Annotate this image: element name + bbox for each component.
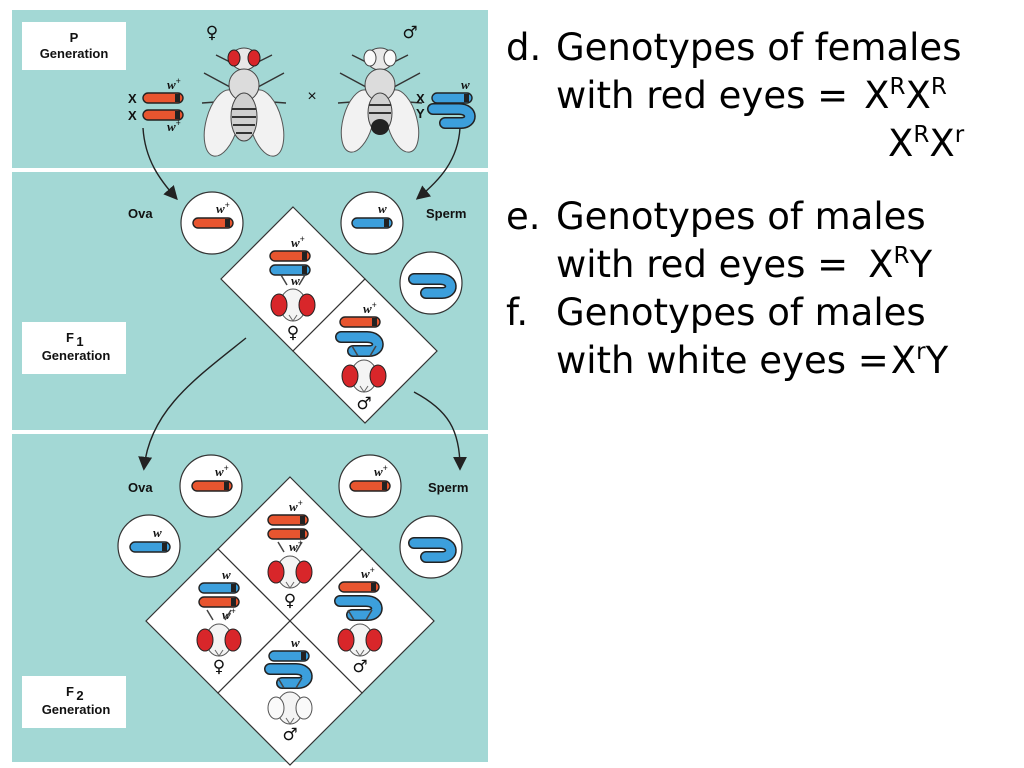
cross-symbol: × bbox=[307, 88, 316, 105]
arrow-f1-to-f2-ova bbox=[138, 337, 247, 471]
svg-text:w+: w+ bbox=[167, 76, 181, 92]
p-generation-label: P Generation bbox=[22, 22, 126, 70]
arrow-f1-to-f2-sperm bbox=[413, 391, 467, 471]
f2-ova-red-circle: w+ bbox=[179, 454, 243, 518]
female-symbol: ♀ bbox=[206, 23, 218, 43]
svg-text:w: w bbox=[378, 201, 387, 216]
genotype-notes: d. Genotypes of females with red eyes =X… bbox=[506, 24, 1016, 385]
note-d-letter: d. bbox=[506, 26, 542, 69]
svg-text:F: F bbox=[66, 684, 74, 699]
f1-son-genotype: w+ ♂ bbox=[340, 300, 387, 414]
svg-text:w+: w+ bbox=[216, 200, 230, 216]
svg-text:w+: w+ bbox=[167, 118, 181, 134]
arrow-p-to-sperm bbox=[415, 127, 461, 200]
f2-bottom-genotype: w ♂ bbox=[268, 635, 312, 745]
note-e-line1: Genotypes of males bbox=[556, 195, 926, 238]
f2-top-genotype: w+ w+ ♀ bbox=[267, 498, 313, 611]
svg-text:Y: Y bbox=[416, 106, 425, 121]
f2-left-genotype: w w+ ♀ bbox=[196, 567, 242, 677]
svg-text:♂: ♂ bbox=[356, 394, 371, 414]
svg-text:w+: w+ bbox=[289, 538, 303, 554]
f2-ova-blue-circle: w bbox=[117, 514, 181, 578]
svg-text:Generation: Generation bbox=[42, 348, 111, 363]
svg-text:w+: w+ bbox=[222, 606, 236, 622]
svg-text:w+: w+ bbox=[291, 234, 305, 250]
note-d-genotype2: XRXr bbox=[888, 122, 965, 165]
svg-text:w: w bbox=[291, 635, 300, 650]
svg-text:X: X bbox=[128, 108, 137, 123]
svg-text:w+: w+ bbox=[374, 463, 388, 479]
f1-sperm-y-circle bbox=[399, 251, 463, 315]
f2-punnett-square bbox=[145, 476, 435, 766]
arrow-p-to-ova bbox=[142, 127, 178, 201]
note-f-letter: f. bbox=[506, 291, 529, 334]
svg-text:Generation: Generation bbox=[42, 702, 111, 717]
f1-daughter-genotype: w+ w ♀ bbox=[269, 234, 316, 343]
svg-text:w+: w+ bbox=[215, 463, 229, 479]
f1-sperm-x-circle: w bbox=[340, 191, 404, 255]
female-fly bbox=[201, 47, 287, 157]
svg-text:X: X bbox=[416, 91, 425, 106]
f1-sperm-label: Sperm bbox=[426, 206, 466, 221]
note-d-line2: with red eyes =XRXR bbox=[556, 74, 947, 117]
p-female-chromosomes: X X w+ w+ bbox=[128, 76, 184, 134]
svg-text:1: 1 bbox=[76, 334, 83, 349]
svg-text:w: w bbox=[153, 525, 162, 540]
svg-text:♂: ♂ bbox=[352, 657, 367, 677]
svg-text:♀: ♀ bbox=[284, 591, 296, 611]
svg-text:♀: ♀ bbox=[213, 657, 225, 677]
f1-ova-label: Ova bbox=[128, 206, 153, 221]
f2-sperm-x-circle: w+ bbox=[338, 454, 402, 518]
f2-sperm-y-circle bbox=[399, 515, 463, 579]
svg-text:w: w bbox=[461, 77, 470, 92]
male-symbol: ♂ bbox=[402, 23, 417, 43]
f2-right-genotype: w+ ♂ bbox=[338, 565, 382, 677]
f1-ova-circle: w+ bbox=[180, 191, 244, 255]
f1-generation-label: F 1 Generation bbox=[22, 322, 126, 374]
p-male-chromosomes: X Y w bbox=[416, 77, 472, 123]
svg-text:X: X bbox=[128, 91, 137, 106]
note-e: e. Genotypes of males with red eyes =XRY bbox=[506, 193, 1016, 289]
note-d: d. Genotypes of females with red eyes =X… bbox=[506, 24, 1016, 169]
svg-text:w: w bbox=[222, 567, 231, 582]
svg-text:w+: w+ bbox=[289, 498, 303, 514]
note-e-letter: e. bbox=[506, 195, 541, 238]
svg-text:w: w bbox=[291, 273, 300, 288]
f2-sperm-label: Sperm bbox=[428, 480, 468, 495]
note-d-line1: Genotypes of females bbox=[556, 26, 962, 69]
note-f-line2: with white eyes =XrY bbox=[556, 339, 949, 382]
f2-ova-label: Ova bbox=[128, 480, 153, 495]
note-e-line2: with red eyes =XRY bbox=[556, 243, 933, 286]
svg-text:w+: w+ bbox=[363, 300, 377, 316]
svg-text:P: P bbox=[70, 30, 79, 45]
note-f: f. Genotypes of males with white eyes =X… bbox=[506, 289, 1016, 385]
f2-generation-label: F 2 Generation bbox=[22, 676, 126, 728]
note-f-line1: Genotypes of males bbox=[556, 291, 926, 334]
svg-text:Generation: Generation bbox=[40, 46, 109, 61]
svg-text:♂: ♂ bbox=[282, 725, 297, 745]
male-fly bbox=[337, 47, 423, 153]
svg-text:♀: ♀ bbox=[287, 323, 299, 343]
svg-text:w+: w+ bbox=[361, 565, 375, 581]
svg-text:2: 2 bbox=[76, 688, 83, 703]
svg-text:F: F bbox=[66, 330, 74, 345]
